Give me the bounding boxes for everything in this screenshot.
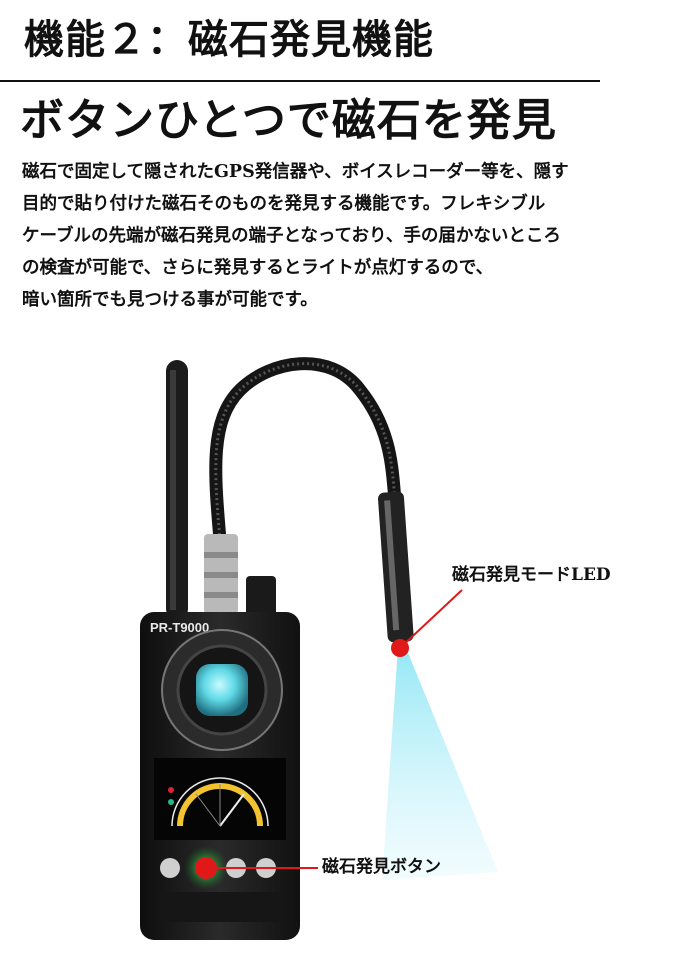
feature-description: 磁石で固定して隠されたGPS発信器や、ボイスレコーダー等を、隠す 目的で貼り付け…: [22, 156, 652, 316]
flexible-cable: [209, 357, 402, 541]
camera-lens: [196, 664, 248, 716]
description-line: 暗い箇所でも見つける事が可能です。: [22, 290, 318, 310]
detector-device-illustration: PR-T9000: [140, 357, 498, 940]
description-line: の検査が可能で、さらに発見するとライトが点灯するので、: [22, 258, 494, 278]
led-callout-label: 磁石発見モードLED: [452, 565, 611, 585]
page-title: 機能２：磁石発見機能: [24, 16, 434, 63]
model-label: PR-T9000: [150, 620, 209, 635]
led-callout-line: [399, 589, 463, 649]
description-line: 目的で貼り付けた磁石そのものを発見する機能です。フレキシブル: [22, 194, 546, 214]
title-divider: [0, 80, 600, 82]
led-light-beam: [382, 648, 498, 880]
description-line: 磁石で固定して隠されたGPS発信器や、ボイスレコーダー等を、隠す: [22, 162, 569, 182]
dial-knob: [246, 576, 276, 616]
description-line: ケーブルの先端が磁石発見の端子となっており、手の届かないところ: [22, 226, 561, 246]
feature-headline: ボタンひとつで磁石を発見: [20, 95, 557, 146]
device-button: [160, 858, 180, 878]
speaker-grille: [160, 892, 280, 922]
antenna: [166, 360, 188, 620]
button-callout-label: 磁石発見ボタン: [322, 857, 441, 877]
